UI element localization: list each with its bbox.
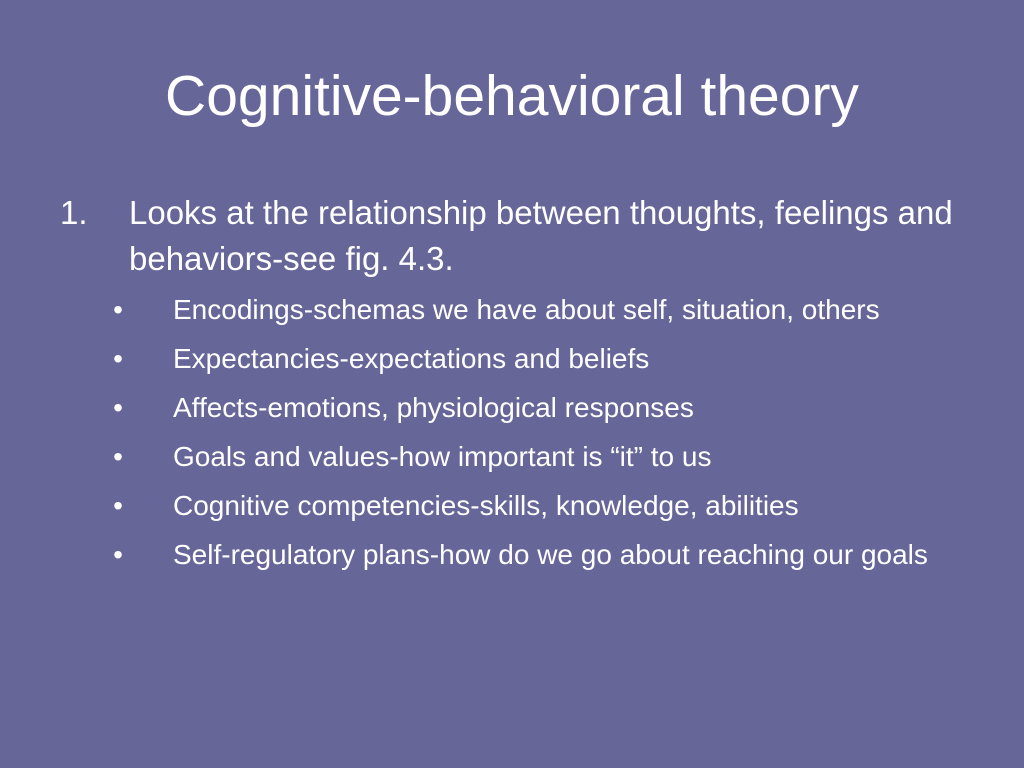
- bullet-icon: •: [113, 392, 123, 423]
- bullet-text: Expectancies-expectations and beliefs: [173, 343, 650, 374]
- numbered-item: 1. Looks at the relationship between tho…: [60, 190, 980, 282]
- bullet-item: • Cognitive competencies-skills, knowled…: [108, 486, 968, 526]
- slide-title: Cognitive-behavioral theory: [165, 64, 859, 128]
- bullet-icon: •: [113, 539, 123, 570]
- bullet-item: • Goals and values-how important is “it”…: [108, 437, 968, 477]
- item-text: Looks at the relationship between though…: [129, 194, 953, 277]
- bullet-icon: •: [113, 441, 123, 472]
- bullet-text: Cognitive competencies-skills, knowledge…: [173, 490, 799, 521]
- bullet-icon: •: [113, 343, 123, 374]
- bullet-item: • Affects-emotions, physiological respon…: [108, 388, 968, 428]
- bullet-item: • Encodings-schemas we have about self, …: [108, 290, 968, 330]
- bullet-icon: •: [113, 490, 123, 521]
- bullet-text: Encodings-schemas we have about self, si…: [173, 294, 880, 325]
- bullet-item: • Expectancies-expectations and beliefs: [108, 339, 968, 379]
- bullet-icon: •: [113, 294, 123, 325]
- bullet-text: Affects-emotions, physiological response…: [173, 392, 694, 423]
- item-number: 1.: [60, 194, 88, 231]
- bullet-list: • Encodings-schemas we have about self, …: [108, 290, 968, 584]
- bullet-text: Self-regulatory plans-how do we go about…: [173, 539, 928, 570]
- bullet-item: • Self-regulatory plans-how do we go abo…: [108, 535, 968, 575]
- bullet-text: Goals and values-how important is “it” t…: [173, 441, 712, 472]
